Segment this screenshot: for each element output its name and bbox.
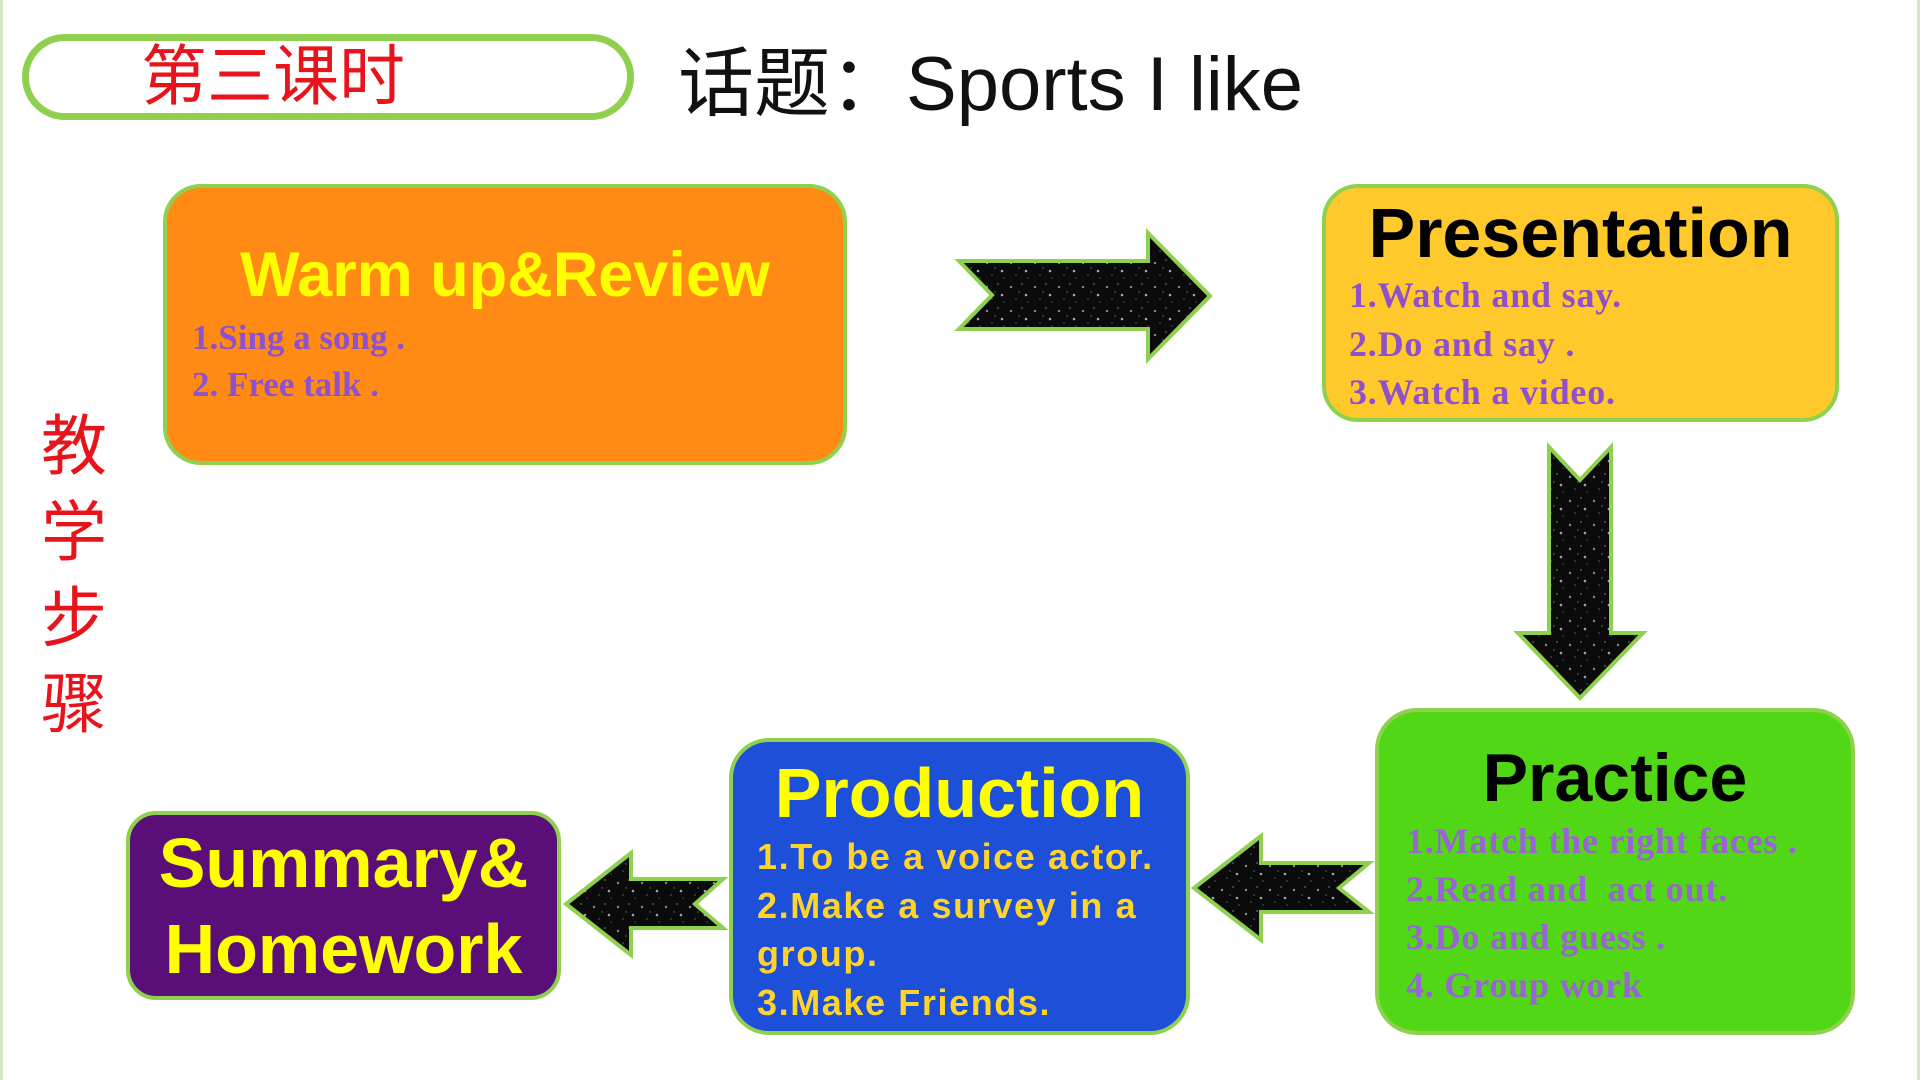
- list-item: 4. Group work: [1406, 965, 1643, 1005]
- step-presentation-title: Presentation: [1368, 194, 1793, 272]
- step-warm-up-box: Warm up&Review 1.Sing a song . 2. Free t…: [163, 184, 847, 465]
- step-practice-box: Practice 1.Match the right faces . 2.Rea…: [1375, 708, 1855, 1035]
- step-summary-box: Summary& Homework: [126, 811, 561, 1000]
- lesson-label-pill: 第三课时: [22, 34, 634, 120]
- arrow-down-icon: [1513, 441, 1648, 701]
- step-practice-title: Practice: [1482, 740, 1748, 816]
- side-label: 教学步骤: [41, 408, 107, 743]
- list-item: 1.To be a voice actor.: [757, 836, 1154, 877]
- step-presentation-box: Presentation 1.Watch and say. 2.Do and s…: [1322, 184, 1839, 422]
- step-warm-up-list: 1.Sing a song . 2. Free talk .: [192, 314, 405, 408]
- arrow-right-icon: [954, 228, 1213, 364]
- arrow-shape: [954, 228, 1213, 364]
- step-warm-up-title: Warm up&Review: [240, 240, 770, 310]
- arrow-shape: [562, 848, 729, 960]
- list-item: 2.Make a survey in a group.: [757, 884, 1138, 975]
- list-item: 3.Do and guess .: [1406, 917, 1666, 957]
- list-item: 2. Free talk .: [192, 365, 379, 404]
- list-item: 2.Do and say .: [1349, 323, 1576, 364]
- step-production-title: Production: [774, 754, 1145, 832]
- step-summary-title-line: Summary&: [158, 824, 529, 902]
- list-item: 3.Make Friends.: [757, 981, 1052, 1023]
- arrow-left-icon: [562, 848, 729, 960]
- list-item: 1.Sing a song .: [192, 318, 405, 357]
- list-item: 1.Watch and say.: [1349, 275, 1622, 315]
- lesson-label: 第三课时: [141, 38, 405, 115]
- arrow-shape: [1513, 441, 1648, 701]
- arrow-left-icon: [1190, 831, 1375, 945]
- arrow-shape: [1190, 831, 1375, 945]
- list-item: 3.Watch a video.: [1349, 372, 1616, 412]
- topic-title: 话题：Sports I like: [678, 42, 1304, 127]
- step-production-list: 1.To be a voice actor. 2.Make a survey i…: [757, 833, 1177, 1027]
- list-item: 1.Match the right faces .: [1406, 821, 1798, 861]
- step-production-box: Production 1.To be a voice actor. 2.Make…: [729, 738, 1190, 1035]
- step-presentation-list: 1.Watch and say. 2.Do and say . 3.Watch …: [1349, 271, 1622, 417]
- step-practice-list: 1.Match the right faces . 2.Read and act…: [1406, 817, 1798, 1009]
- step-summary-title-line: Homework: [164, 910, 523, 988]
- list-item: 2.Read and act out.: [1406, 869, 1729, 909]
